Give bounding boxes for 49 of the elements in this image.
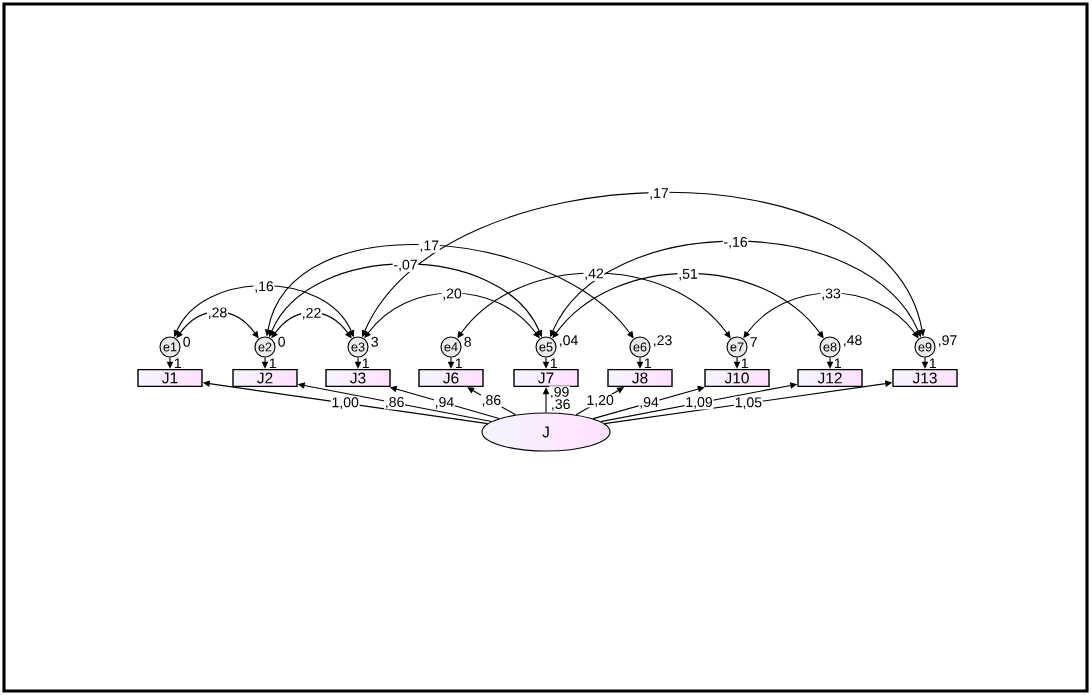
- variance-label: ,97: [937, 334, 958, 348]
- observed-variable-box: J13: [892, 368, 958, 388]
- edge-label: 1: [644, 358, 651, 369]
- observed-variable-box: J2: [232, 368, 298, 388]
- variance-label: ,04: [558, 334, 579, 348]
- arrow: [467, 387, 517, 416]
- edge-label: 1: [455, 358, 462, 369]
- edge-label: 1: [362, 358, 369, 369]
- edge-label: ,94: [435, 397, 454, 409]
- edge-label: 1: [929, 358, 936, 369]
- observed-variable-box: J7: [513, 368, 579, 388]
- edge-label: 1,00: [332, 397, 359, 409]
- edge-label: 1,20: [587, 395, 614, 407]
- variance-label: 7: [749, 336, 759, 348]
- edge-label: ,99: [551, 386, 569, 399]
- edge-label: -,16: [724, 236, 747, 249]
- edge-label: 1: [550, 358, 557, 369]
- observed-variable-box: J8: [607, 368, 673, 388]
- arrow: [592, 385, 705, 420]
- variance-label: ,48: [842, 334, 863, 348]
- edge-label: ,20: [443, 288, 462, 301]
- edge-label: 1: [269, 358, 276, 369]
- edge-label: ,94: [640, 397, 659, 409]
- observed-variable-box: J3: [325, 368, 391, 388]
- variance-label: ,23: [652, 334, 673, 348]
- edge-label: ,16: [255, 281, 274, 293]
- variance-label: 0: [277, 336, 287, 348]
- variance-label: 3: [370, 336, 380, 348]
- edge-label: ,17: [420, 240, 439, 253]
- variance-label: 0: [182, 336, 192, 348]
- edge-label: 1,05: [735, 397, 762, 409]
- edge-label: ,86: [386, 397, 404, 409]
- observed-variable-box: J10: [704, 368, 770, 388]
- edge-label: ,86: [482, 395, 501, 407]
- observed-variable-box: J12: [797, 368, 863, 388]
- edge-label: ,28: [209, 307, 227, 320]
- edge-label: ,51: [679, 269, 698, 281]
- variance-label: 8: [463, 336, 473, 348]
- observed-variable-box: J6: [418, 368, 484, 388]
- edge-label: ,22: [303, 307, 321, 320]
- observed-variable-box: J1: [137, 368, 203, 388]
- edge-label: ,42: [585, 268, 604, 281]
- edge-label: 1: [834, 358, 841, 369]
- edge-label: 1,09: [686, 397, 712, 409]
- edge-label: ,17: [650, 188, 668, 200]
- edge-label: ,33: [822, 288, 841, 301]
- edge-label: -,07: [394, 259, 417, 272]
- edge-label: 1: [741, 358, 748, 369]
- edge-label: 1: [174, 358, 181, 369]
